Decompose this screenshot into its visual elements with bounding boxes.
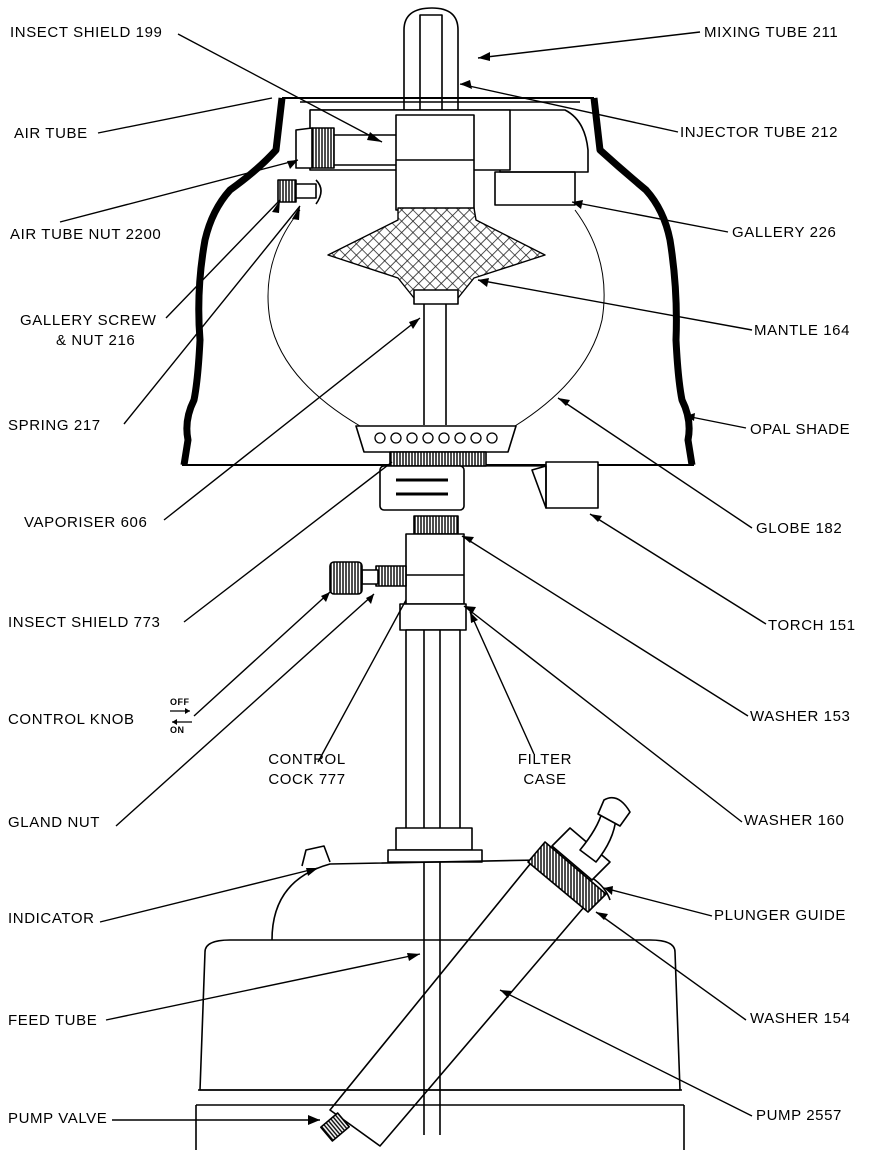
- label-gallery-screw-line1: GALLERY SCREW: [20, 312, 157, 329]
- label-washer-160: WASHER 160: [744, 812, 845, 829]
- off-on-arrows: [170, 708, 192, 725]
- burner-body: [395, 114, 475, 211]
- filter-case: [387, 603, 483, 1135]
- torch: [466, 461, 599, 509]
- mantle: [327, 207, 546, 305]
- label-globe-182: GLOBE 182: [756, 520, 843, 537]
- label-feed-tube: FEED TUBE: [8, 1012, 98, 1029]
- label-gallery-226: GALLERY 226: [732, 224, 837, 241]
- label-insect-shield-199: INSECT SHIELD 199: [10, 24, 163, 41]
- label-control-knob: CONTROL KNOB: [8, 711, 135, 728]
- label-mantle-164: MANTLE 164: [754, 322, 851, 339]
- gallery-screw: [277, 179, 322, 205]
- arrowheads: [272, 52, 695, 1125]
- label-gland-nut: GLAND NUT: [8, 814, 101, 831]
- label-torch-151: TORCH 151: [768, 617, 856, 634]
- label-on: ON: [170, 725, 185, 735]
- label-opal-shade: OPAL SHADE: [750, 421, 851, 438]
- label-washer-154: WASHER 154: [750, 1010, 851, 1027]
- label-filter-case-line2: CASE: [523, 771, 567, 788]
- label-pump-2557: PUMP 2557: [756, 1107, 843, 1124]
- control-cock: [329, 515, 465, 605]
- opal-shade: [180, 97, 696, 466]
- label-mixing-tube-211: MIXING TUBE 211: [704, 24, 839, 41]
- label-control-cock-line1: CONTROL: [268, 751, 346, 768]
- leader-lines: [59, 31, 767, 1121]
- label-injector-tube-212: INJECTOR TUBE 212: [680, 124, 839, 141]
- pump: [319, 796, 631, 1147]
- insect-shield-773: [355, 425, 517, 511]
- label-vaporiser-606: VAPORISER 606: [24, 514, 148, 531]
- label-spring-217: SPRING 217: [8, 417, 101, 434]
- label-plunger-guide: PLUNGER GUIDE: [714, 907, 846, 924]
- label-control-cock-line2: COCK 777: [268, 771, 346, 788]
- air-tube: [295, 127, 401, 169]
- label-indicator: INDICATOR: [8, 910, 95, 927]
- label-insect-shield-773: INSECT SHIELD 773: [8, 614, 161, 631]
- label-gallery-screw-line2: & NUT 216: [56, 332, 136, 349]
- label-air-tube-nut-2200: AIR TUBE NUT 2200: [10, 226, 162, 243]
- label-washer-153: WASHER 153: [750, 708, 851, 725]
- label-filter-case-line1: FILTER: [517, 751, 573, 768]
- label-pump-valve: PUMP VALVE: [8, 1110, 108, 1127]
- fuel-tank: [195, 845, 685, 1150]
- vaporiser: [423, 304, 447, 425]
- label-off: OFF: [170, 697, 190, 707]
- label-air-tube: AIR TUBE: [14, 125, 88, 142]
